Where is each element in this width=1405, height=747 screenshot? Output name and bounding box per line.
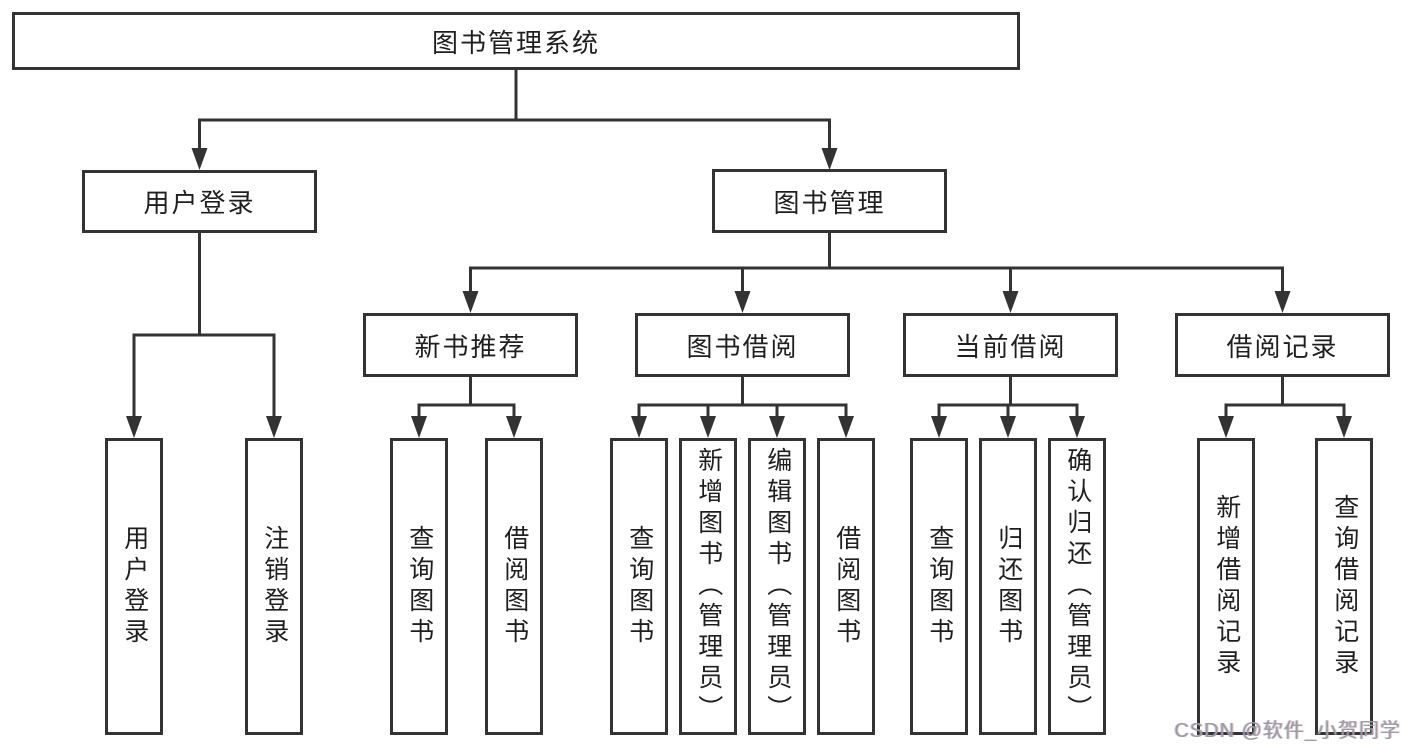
arrowhead-down-icon: [1000, 416, 1016, 438]
node-book-borrow-label: 图书借阅: [686, 331, 799, 362]
arrowhead-down-icon: [838, 416, 854, 438]
arrowhead-down-icon: [931, 416, 947, 438]
leaf-borrow-borrow-book-label: 借阅图书: [832, 524, 861, 649]
leaf-user-login: 用户登录: [105, 438, 163, 735]
arrowhead-down-icon: [734, 291, 751, 313]
node-borrow-records-label: 借阅记录: [1226, 331, 1339, 362]
leaf-records-add-record-label: 新增借阅记录: [1212, 493, 1241, 680]
arrowhead-down-icon: [126, 416, 142, 438]
leaf-borrow-add-book-admin: 新增图书（管理员）: [679, 438, 737, 735]
node-new-book-recommend-label: 新书推荐: [414, 331, 527, 362]
arrowhead-down-icon: [1336, 416, 1352, 438]
node-root-label: 图书管理系统: [431, 27, 600, 58]
node-current-borrow-label: 当前借阅: [954, 331, 1067, 362]
leaf-current-confirm-return-admin: 确认归还（管理员）: [1048, 438, 1106, 735]
arrowhead-down-icon: [1002, 291, 1019, 313]
node-book-management: 图书管理: [712, 169, 947, 233]
leaf-current-confirm-return-admin-label: 确认归还（管理员）: [1063, 447, 1092, 726]
node-book-borrow: 图书借阅: [635, 313, 850, 377]
connector-g0-rail: [417, 403, 516, 420]
arrowhead-down-icon: [821, 148, 838, 170]
arrowhead-down-icon: [191, 148, 208, 170]
csdn-watermark: CSDN @软件_小贺同学: [1174, 720, 1401, 742]
leaf-borrow-add-book-admin-label: 新增图书（管理员）: [694, 447, 723, 726]
arrowhead-down-icon: [631, 416, 647, 438]
connector-g1-rail: [637, 403, 848, 420]
leaf-borrow-edit-book-admin-label: 编辑图书（管理员）: [763, 447, 792, 726]
leaf-recommend-query-book: 查询图书: [390, 438, 448, 735]
arrowhead-down-icon: [769, 416, 785, 438]
leaf-logout-login: 注销登录: [245, 438, 303, 735]
leaf-current-return-book: 归还图书: [979, 438, 1037, 735]
connector-root-rail: [198, 118, 831, 150]
leaf-recommend-borrow-book: 借阅图书: [485, 438, 543, 735]
leaf-recommend-query-book-label: 查询图书: [405, 524, 434, 649]
leaf-records-add-record: 新增借阅记录: [1197, 438, 1255, 735]
node-user-login: 用户登录: [82, 170, 317, 233]
connector-mgmt-rail: [469, 266, 1284, 294]
arrowhead-down-icon: [266, 416, 282, 438]
node-root: 图书管理系统: [12, 12, 1020, 70]
leaf-logout-login-label: 注销登录: [260, 524, 289, 649]
leaf-records-query-record: 查询借阅记录: [1315, 438, 1373, 735]
arrowhead-down-icon: [411, 416, 427, 438]
node-current-borrow: 当前借阅: [903, 313, 1118, 377]
arrowhead-down-icon: [462, 291, 479, 313]
node-new-book-recommend: 新书推荐: [363, 313, 578, 377]
leaf-borrow-edit-book-admin: 编辑图书（管理员）: [748, 438, 806, 735]
leaf-recommend-borrow-book-label: 借阅图书: [500, 524, 529, 649]
arrowhead-down-icon: [1218, 416, 1234, 438]
arrowhead-down-icon: [506, 416, 522, 438]
leaf-current-query-book: 查询图书: [910, 438, 968, 735]
node-user-login-label: 用户登录: [143, 188, 256, 218]
arrowhead-down-icon: [1274, 291, 1291, 313]
leaf-borrow-borrow-book: 借阅图书: [817, 438, 875, 735]
leaf-user-login-label: 用户登录: [120, 524, 149, 649]
leaf-borrow-query-book: 查询图书: [610, 438, 668, 735]
leaf-records-query-record-label: 查询借阅记录: [1330, 493, 1359, 680]
connector-login-rail: [132, 333, 276, 420]
leaf-current-return-book-label: 归还图书: [994, 524, 1023, 649]
arrowhead-down-icon: [700, 416, 716, 438]
node-borrow-records: 借阅记录: [1175, 313, 1390, 377]
node-book-management-label: 图书管理: [773, 187, 886, 218]
arrowhead-down-icon: [1069, 416, 1085, 438]
leaf-borrow-query-book-label: 查询图书: [625, 524, 654, 649]
connector-g3-rail: [1224, 403, 1346, 420]
leaf-current-query-book-label: 查询图书: [925, 524, 954, 649]
